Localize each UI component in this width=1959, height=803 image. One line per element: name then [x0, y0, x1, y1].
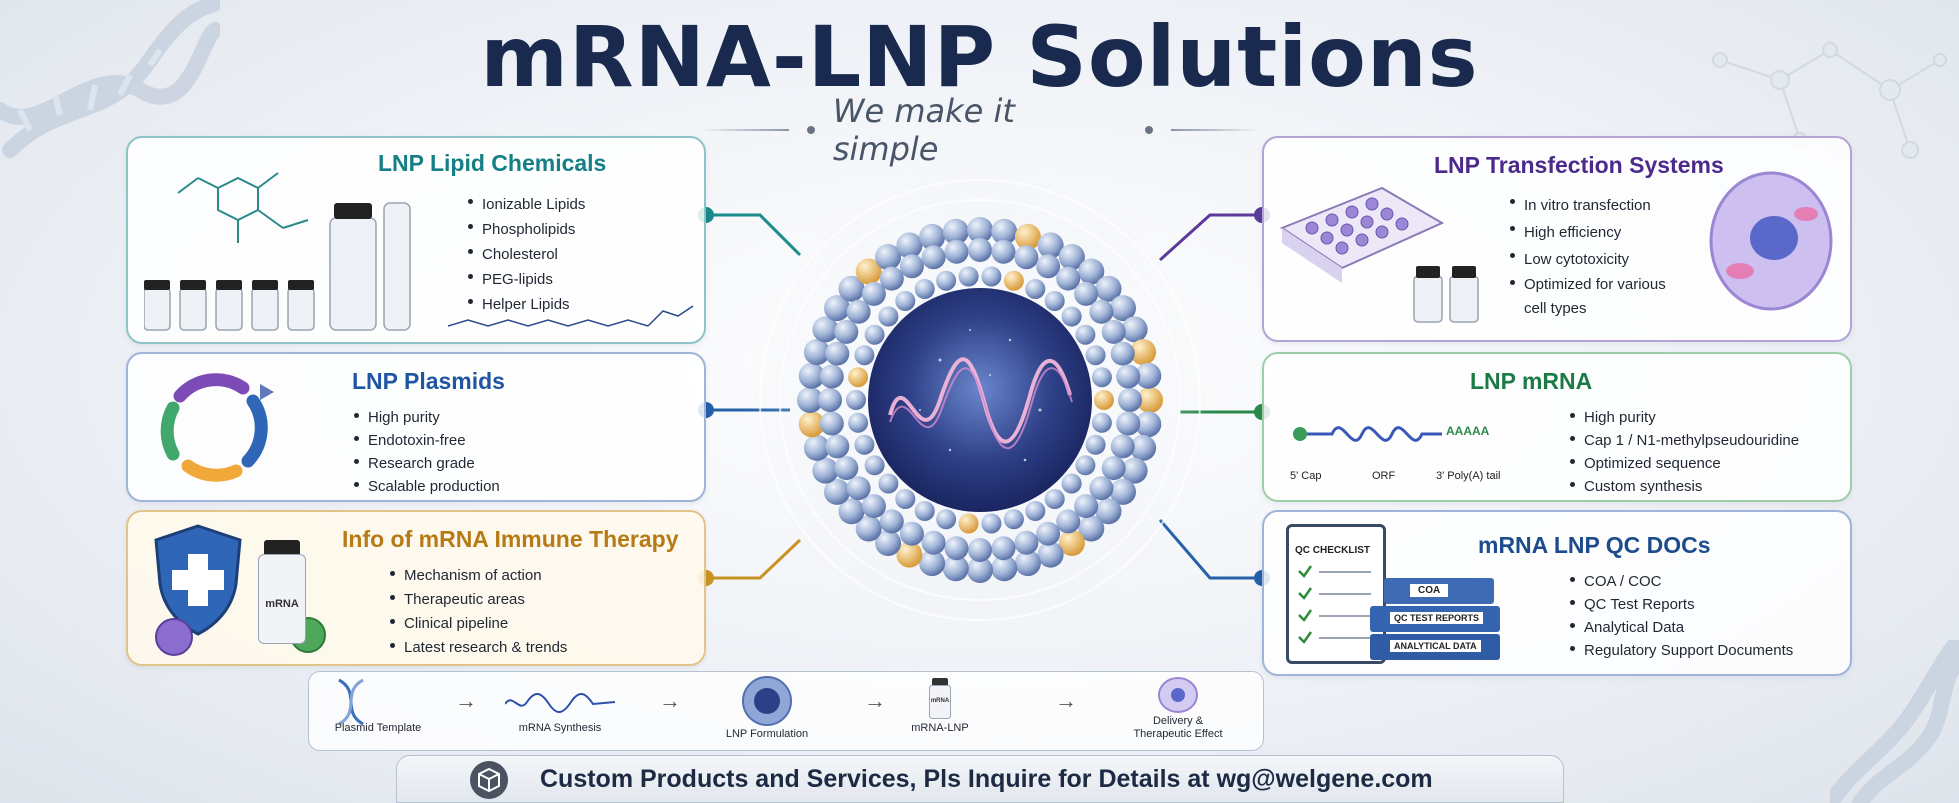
process-workflow-bar: Plasmid Template → mRNA Synthesis → LNP … [308, 671, 1264, 751]
plasmid-ring-icon [160, 373, 274, 482]
virus-icon [155, 617, 326, 656]
lnp-formulation-icon [742, 676, 792, 726]
subtitle-dot-right [1145, 126, 1154, 134]
list-item: Therapeutic areas [390, 588, 567, 612]
box-icon [470, 761, 508, 799]
transfection-vials-icon [1413, 266, 1479, 323]
vial-label: mRNA [265, 598, 299, 610]
list-item: COA / COC [1570, 570, 1793, 593]
subtitle-divider-right [1171, 129, 1260, 131]
list-item: High efficiency [1510, 219, 1680, 246]
card-lipid-title: LNP Lipid Chemicals [378, 150, 607, 176]
dna-icon [338, 678, 364, 726]
list-item: PEG-lipids [468, 267, 585, 292]
mrna-lnp-vial-icon: mRNA [929, 678, 951, 720]
well-plate-icon [1279, 186, 1445, 283]
immune-list: Mechanism of action Therapeutic areas Cl… [390, 564, 567, 660]
list-item: Regulatory Support Documents [1570, 639, 1793, 662]
subtitle-row: We make it simple [700, 92, 1260, 168]
list-item: Low cytotoxicity [1510, 246, 1680, 273]
process-step-mrna-lnp: mRNA-LNP [911, 722, 969, 734]
mrna-synthesis-icon [505, 693, 615, 713]
dna-helix-decoration-bottom-right [1830, 640, 1959, 803]
card-transfection-title: LNP Transfection Systems [1434, 152, 1724, 178]
footer-banner [396, 755, 1564, 803]
list-item: Phospholipids [468, 217, 585, 242]
card-qc-title: mRNA LNP QC DOCs [1478, 532, 1711, 558]
subtitle-dot-left [806, 126, 815, 134]
qc-checklist-label: QC CHECKLIST [1295, 545, 1370, 556]
mrna-vial-icon: mRNA [258, 540, 306, 644]
list-item: Mechanism of action [390, 564, 567, 588]
lipid-list: Ionizable Lipids Phospholipids Cholester… [468, 192, 585, 317]
process-step-lnp-formulation: LNP Formulation [725, 728, 809, 740]
binder-qc-test-reports: QC TEST REPORTS [1370, 606, 1500, 632]
list-item: Helper Lipids [468, 292, 585, 317]
process-arrow-icon: → [864, 688, 886, 713]
card-lipid-chemicals[interactable]: LNP Lipid Chemicals Ionizable Lipids Pho… [126, 136, 706, 344]
list-item: In vitro transfection [1510, 192, 1680, 219]
process-step-delivery: Delivery & Therapeutic Effect [1133, 715, 1223, 740]
lnp-nanoparticle-illustration [745, 165, 1215, 635]
binder-coa: COA [1384, 578, 1494, 604]
qc-checklist-icon: QC CHECKLIST [1286, 524, 1386, 664]
list-item: Optimized sequence [1570, 452, 1799, 475]
list-item: High purity [1570, 406, 1799, 429]
transfection-list: In vitro transfection High efficiency Lo… [1510, 192, 1680, 321]
list-item: Latest research & trends [390, 636, 567, 660]
qc-list: COA / COC QC Test Reports Analytical Dat… [1570, 570, 1793, 662]
cell-icon [1709, 171, 1833, 311]
process-arrow-icon: → [455, 688, 477, 713]
lipid-vials-icon [144, 202, 411, 331]
card-plasmids-title: LNP Plasmids [352, 368, 505, 394]
shield-icon [154, 524, 242, 636]
list-item: Scalable production [354, 475, 500, 498]
plasmids-list: High purity Endotoxin-free Research grad… [354, 406, 500, 498]
list-item: Cap 1 / N1-methylpseudouridine [1570, 429, 1799, 452]
process-step-plasmid-template: Plasmid Template [334, 722, 422, 734]
card-lnp-mrna[interactable]: LNP mRNA AAAAA 5' Cap ORF 3' Poly(A) tai… [1262, 352, 1852, 502]
binder-analytical-data: ANALYTICAL DATA [1370, 634, 1500, 660]
list-item: Ionizable Lipids [468, 192, 585, 217]
card-immune-therapy[interactable]: mRNA Info of mRNA Immune Therapy Mechani… [126, 510, 706, 666]
chemical-structure-icon [177, 172, 309, 243]
lipid-chain-icon [448, 305, 694, 327]
card-immune-title: Info of mRNA Immune Therapy [342, 526, 679, 552]
card-qc-docs[interactable]: QC CHECKLIST COA QC TEST REPORTS ANALYTI… [1262, 510, 1852, 676]
list-item: QC Test Reports [1570, 593, 1793, 616]
list-item: Cholesterol [468, 242, 585, 267]
process-step-mrna-synthesis: mRNA Synthesis [518, 722, 602, 734]
footer-contact-text[interactable]: Custom Products and Services, Pls Inquir… [540, 765, 1433, 793]
qc-binders-icon: COA QC TEST REPORTS ANALYTICAL DATA [1364, 564, 1514, 672]
list-item: Clinical pipeline [390, 612, 567, 636]
process-arrow-icon: → [659, 688, 681, 713]
process-arrow-icon: → [1055, 688, 1077, 713]
page-title: mRNA-LNP Solutions [480, 8, 1479, 106]
polya-label: AAAAA [1446, 424, 1490, 438]
list-item: Analytical Data [1570, 616, 1793, 639]
cap-label: 5' Cap [1290, 470, 1322, 482]
dna-helix-decoration-top-left [0, 0, 220, 158]
card-plasmids[interactable]: LNP Plasmids High purity Endotoxin-free … [126, 352, 706, 502]
list-item: Research grade [354, 452, 500, 475]
card-mrna-title: LNP mRNA [1470, 368, 1593, 394]
subtitle-divider-left [700, 129, 789, 131]
card-transfection-systems[interactable]: LNP Transfection Systems In vitro transf… [1262, 136, 1852, 342]
list-item: Optimized for various cell types [1510, 273, 1680, 321]
tail-label: 3' Poly(A) tail [1436, 470, 1501, 482]
list-item: Endotoxin-free [354, 429, 500, 452]
list-item: High purity [354, 406, 500, 429]
list-item: Custom synthesis [1570, 475, 1799, 498]
mrna-list: High purity Cap 1 / N1-methylpseudouridi… [1570, 406, 1799, 498]
mrna-strand-icon [1293, 426, 1442, 442]
orf-label: ORF [1372, 470, 1396, 482]
page-subtitle: We make it simple [832, 92, 1015, 168]
delivery-cell-icon [1158, 677, 1198, 713]
